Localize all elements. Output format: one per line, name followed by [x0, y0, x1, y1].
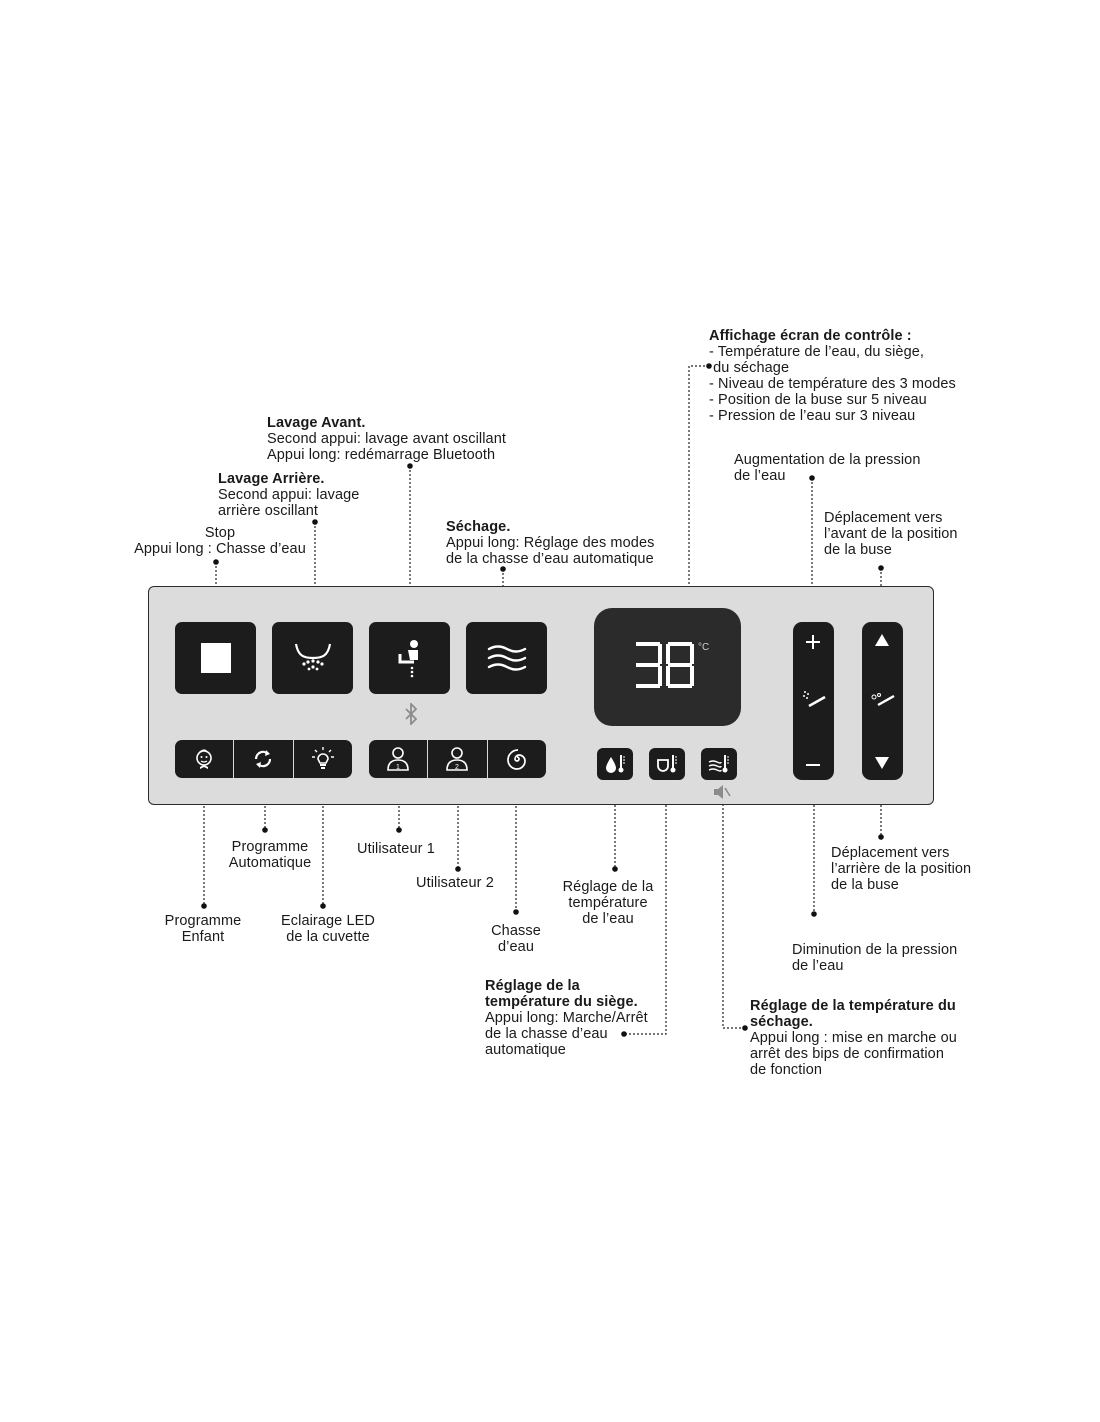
label-sechage: Séchage. Appui long: Réglage des modes d… [446, 519, 654, 567]
pressure-icon [803, 691, 826, 708]
front-wash-button[interactable] [369, 622, 450, 694]
label-reglage-eau: Réglage de la température de l’eau [548, 879, 668, 927]
svg-text:1: 1 [396, 764, 400, 771]
down-arrow-icon[interactable] [873, 755, 891, 771]
stop-button[interactable] [175, 622, 256, 694]
user2-icon: 2 [446, 747, 469, 771]
auto-icon [255, 750, 272, 768]
label-affichage: Affichage écran de contrôle : - Températ… [709, 328, 956, 424]
minus-icon[interactable] [803, 755, 823, 775]
water-temp-button[interactable] [597, 748, 633, 780]
dry-temp-button[interactable] [701, 748, 737, 780]
front-wash-icon [398, 640, 418, 678]
label-lavage-avant-desc: Second appui: lavage avant oscillant App… [267, 431, 506, 463]
user-button-group: 1 2 [369, 740, 546, 778]
label-deplacement-avant-text: Déplacement vers l’avant de la position … [824, 510, 958, 558]
stop-icon [200, 643, 231, 673]
label-affichage-title: Affichage écran de contrôle : [709, 328, 912, 344]
label-reglage-siege-desc: Appui long: Marche/Arrêt de la chasse d’… [485, 1010, 648, 1058]
label-deplacement-arriere: Déplacement vers l’arrière de la positio… [831, 845, 971, 893]
label-programme-enfant-text: Programme Enfant [164, 913, 242, 945]
label-chasse-text: Chasse d’eau [491, 923, 541, 955]
label-utilisateur1-text: Utilisateur 1 [357, 841, 435, 857]
water-temp-icon [606, 755, 625, 773]
label-diminution-text: Diminution de la pression de l’eau [792, 942, 958, 974]
nozzle-icon [871, 693, 895, 707]
label-programme-auto-text: Programme Automatique [228, 839, 312, 871]
control-display-screen: 38 °C [594, 608, 741, 726]
label-chasse: Chasse d’eau [476, 923, 556, 955]
label-sechage-desc: Appui long: Réglage des modes de la chas… [446, 535, 655, 567]
label-utilisateur2-text: Utilisateur 2 [416, 875, 494, 891]
label-reglage-siege-title: Réglage de la température du siège. [485, 978, 638, 1010]
pressure-bar [793, 622, 834, 780]
label-reglage-eau-text: Réglage de la température de l’eau [562, 879, 654, 927]
child-icon [196, 749, 212, 769]
dry-button[interactable] [466, 622, 547, 694]
bluetooth-icon [405, 703, 418, 725]
label-reglage-sechage-title: Réglage de la température du séchage. [750, 998, 956, 1030]
label-reglage-siege: Réglage de la température du siège. Appu… [485, 978, 648, 1058]
label-eclairage: Eclairage LED de la cuvette [263, 913, 393, 945]
child-program-button[interactable] [175, 740, 235, 778]
label-reglage-sechage-desc: Appui long : mise en marche ou arrêt des… [750, 1030, 957, 1078]
flush-button[interactable] [488, 740, 546, 778]
plus-icon[interactable] [803, 632, 823, 652]
label-lavage-avant-title: Lavage Avant. [267, 415, 366, 431]
rear-wash-icon [294, 643, 331, 671]
label-deplacement-avant: Déplacement vers l’avant de la position … [824, 510, 958, 558]
mute-icon [714, 785, 731, 799]
nozzle-position-bar [862, 622, 903, 780]
dry-temp-icon [708, 755, 729, 773]
led-light-button[interactable] [294, 740, 352, 778]
display-unit: °C [698, 642, 710, 653]
svg-text:2: 2 [456, 764, 460, 771]
rear-wash-button[interactable] [272, 622, 353, 694]
label-lavage-arriere-desc: Second appui: lavage arrière oscillant [218, 487, 360, 519]
user1-icon: 1 [387, 747, 409, 771]
seat-temp-icon [657, 755, 677, 773]
led-icon [311, 747, 334, 769]
label-utilisateur2: Utilisateur 2 [416, 875, 494, 891]
label-programme-enfant: Programme Enfant [148, 913, 258, 945]
left-button-group [175, 740, 352, 778]
label-lavage-arriere: Lavage Arrière. Second appui: lavage arr… [218, 471, 359, 519]
auto-program-button[interactable] [234, 740, 294, 778]
label-programme-auto: Programme Automatique [205, 839, 335, 871]
seven-segment-display [636, 642, 694, 688]
label-stop-title: Stop [204, 525, 236, 541]
flush-icon [506, 749, 526, 770]
user1-button[interactable]: 1 [369, 740, 429, 778]
label-stop-desc: Appui long : Chasse d’eau [134, 541, 306, 557]
seat-temp-button[interactable] [649, 748, 685, 780]
user2-button[interactable]: 2 [428, 740, 488, 778]
up-arrow-icon[interactable] [873, 632, 891, 648]
label-diminution: Diminution de la pression de l’eau [792, 942, 957, 974]
label-affichage-desc: - Température de l’eau, du siège, du séc… [709, 344, 956, 424]
label-lavage-avant: Lavage Avant. Second appui: lavage avant… [267, 415, 506, 463]
label-utilisateur1: Utilisateur 1 [357, 841, 435, 857]
label-stop: Stop Appui long : Chasse d’eau [130, 525, 310, 557]
label-deplacement-arriere-text: Déplacement vers l’arrière de la positio… [831, 845, 972, 893]
label-sechage-title: Séchage. [446, 519, 511, 535]
dry-icon [487, 645, 526, 671]
label-augmentation: Augmentation de la pression de l’eau [734, 452, 921, 484]
label-eclairage-text: Eclairage LED de la cuvette [281, 913, 375, 945]
label-reglage-sechage: Réglage de la température du séchage. Ap… [750, 998, 957, 1078]
label-augmentation-text: Augmentation de la pression de l’eau [734, 452, 921, 484]
label-lavage-arriere-title: Lavage Arrière. [218, 471, 325, 487]
